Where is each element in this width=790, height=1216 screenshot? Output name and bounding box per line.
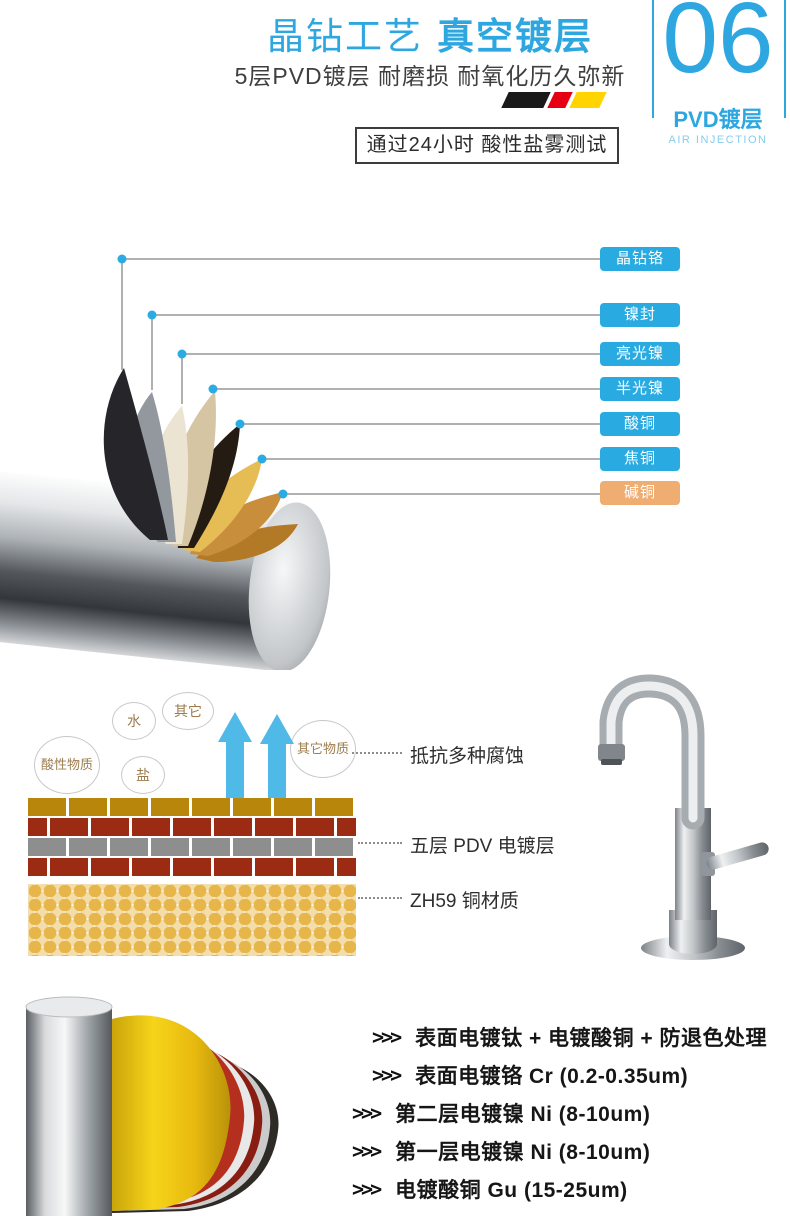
germany-flag-icon	[501, 92, 607, 110]
dotted-leader-2	[358, 842, 402, 844]
layer-badge-alkaline-copper: 碱铜	[600, 481, 680, 505]
plating-spec-label: 第二层电镀镍 Ni (8-10um)	[395, 1103, 651, 1126]
bubble-salt: 盐	[121, 756, 165, 794]
label-corrosion-resist: 抵抗多种腐蚀	[410, 746, 525, 767]
layer-badge-semibright-nickel: 半光镍	[600, 377, 680, 401]
triple-chevron-icon: >>>	[352, 1139, 382, 1163]
flag-stripe-yellow	[569, 92, 607, 108]
bubble-other: 其它	[162, 692, 214, 730]
plating-spec-label: 表面电镀钛 + 电镀酸铜 + 防退色处理	[415, 1027, 767, 1050]
brick-row-gray	[28, 838, 356, 856]
section-index-subtitle: AIR INJECTION	[668, 134, 768, 146]
flag-stripe-red	[547, 92, 573, 108]
triple-chevron-icon: >>>	[352, 1177, 382, 1201]
brick-row-gold	[28, 798, 356, 816]
plating-spec-label: 第一层电镀镍 Ni (8-10um)	[395, 1141, 651, 1164]
triple-chevron-icon: >>>	[352, 1101, 382, 1125]
kitchen-faucet-illustration	[598, 674, 769, 960]
dotted-leader-3	[358, 897, 402, 899]
plating-spec-label: 表面电镀铬 Cr (0.2-0.35um)	[415, 1065, 689, 1088]
label-five-layer-pdv: 五层 PDV 电镀层	[410, 836, 555, 857]
bubble-other-substance: 其它物质	[290, 720, 356, 778]
plating-spec-label: 电镀酸铜 Gu (15-25um)	[395, 1179, 628, 1202]
bubble-water: 水	[112, 702, 156, 740]
coating-brick-wall	[28, 798, 356, 878]
layer-badge-acid-copper: 酸铜	[600, 412, 680, 436]
triple-chevron-icon: >>>	[372, 1025, 402, 1049]
title-bold: 真空镀层	[437, 16, 593, 57]
plating-spec-row: >>> 表面电镀铬 Cr (0.2-0.35um)	[372, 1060, 767, 1090]
page-title: 晶钻工艺真空镀层	[150, 6, 710, 60]
page-subtitle: 5层PVD镀层 耐磨损 耐氧化历久弥新	[234, 63, 626, 89]
plating-spec-row: >>> 第二层电镀镍 Ni (8-10um)	[352, 1098, 767, 1128]
faucet-layers-illustration	[0, 254, 600, 670]
layer-badge-nickel-seal: 镍封	[600, 303, 680, 327]
brass-substrate-bubbles	[28, 884, 356, 956]
plating-cylinder-illustration	[25, 996, 279, 1216]
index-right-rule	[784, 0, 786, 118]
bubble-acid-substance: 酸性物质	[34, 736, 100, 794]
plating-spec-row: >>> 第一层电镀镍 Ni (8-10um)	[352, 1136, 767, 1166]
brick-row-red-1	[28, 818, 356, 836]
dotted-leader-1	[352, 752, 402, 754]
label-zh59-brass: ZH59 铜材质	[410, 891, 519, 912]
section-index-title: PVD镀层	[673, 107, 763, 132]
brick-row-red-2	[28, 858, 356, 876]
plating-spec-row: >>> 电镀酸铜 Gu (15-25um)	[352, 1174, 767, 1204]
triple-chevron-icon: >>>	[372, 1063, 402, 1087]
plating-spec-row: >>> 表面电镀钛 + 电镀酸铜 + 防退色处理	[372, 1022, 767, 1052]
index-left-rule	[652, 0, 654, 118]
salt-spray-test-box: 通过24小时 酸性盐雾测试	[355, 127, 619, 164]
layer-badge-coke-copper: 焦铜	[600, 447, 680, 471]
title-light: 晶钻工艺	[267, 16, 423, 57]
flag-stripe-black	[501, 92, 551, 108]
up-arrows-icon	[218, 712, 294, 798]
layer-badge-bright-nickel: 亮光镍	[600, 342, 680, 366]
layer-badge-crystal-chrome: 晶钻铬	[600, 247, 680, 271]
section-index-number: 06	[662, 0, 774, 94]
plating-spec-list: >>> 表面电镀钛 + 电镀酸铜 + 防退色处理 >>> 表面电镀铬 Cr (0…	[352, 1022, 767, 1212]
